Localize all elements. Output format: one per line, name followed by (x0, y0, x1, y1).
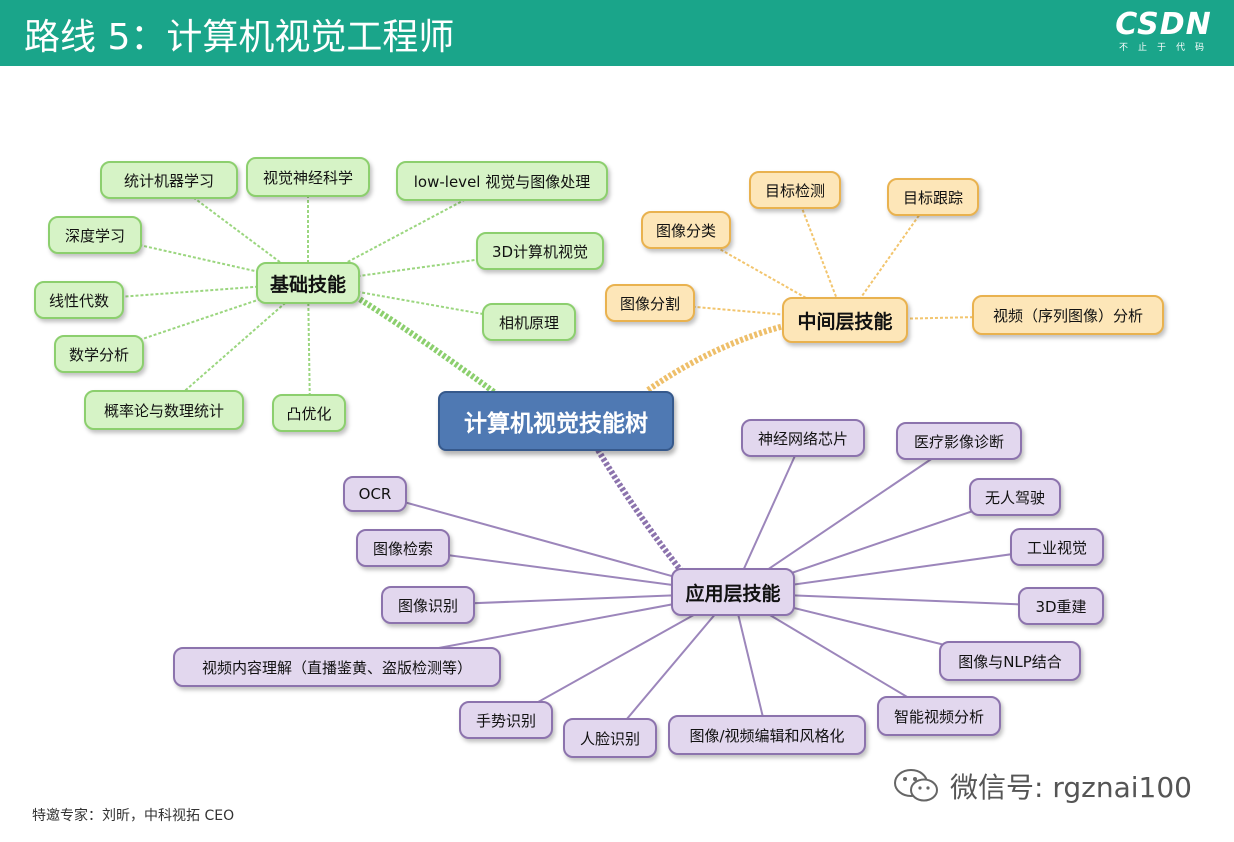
skill-node: 3D计算机视觉 (476, 232, 604, 270)
hub-middle-skills: 中间层技能 (782, 297, 908, 343)
skill-node: 统计机器学习 (100, 161, 238, 199)
skill-node: 线性代数 (34, 281, 124, 319)
page-title: 路线 5：计算机视觉工程师 (24, 17, 455, 58)
skill-node: 视觉神经科学 (246, 157, 370, 197)
hub-basic-skills: 基础技能 (256, 262, 360, 304)
edge (732, 440, 959, 594)
wechat-id: 微信号: rgznai100 (950, 771, 1192, 804)
skill-node: 3D重建 (1018, 587, 1104, 625)
edge-root-middle (646, 319, 801, 393)
wechat-watermark: 微信号: rgznai100 (892, 766, 1192, 806)
skill-node: 手势识别 (459, 701, 553, 739)
skill-node: 目标跟踪 (887, 178, 979, 216)
wechat-icon (894, 769, 938, 802)
skill-node: 无人驾驶 (969, 478, 1061, 516)
skill-node: 概率论与数理统计 (84, 390, 244, 430)
header-bar: 路线 5：计算机视觉工程师 CSDN 不止于代码 (0, 0, 1234, 66)
edge (732, 592, 768, 735)
skill-node: 图像分类 (641, 211, 731, 249)
logo-tagline: 不止于代码 (1118, 43, 1214, 53)
edge-root-app (595, 448, 693, 584)
hub-application-skills: 应用层技能 (671, 568, 795, 616)
skill-node: OCR (343, 476, 407, 512)
logo-mark: CSDN (1115, 7, 1212, 42)
skill-node: 数学分析 (54, 335, 144, 373)
skill-node: 图像/视频编辑和风格化 (668, 715, 866, 755)
skill-node: 图像分割 (605, 284, 695, 322)
edge (732, 437, 804, 594)
skill-node: low-level 视觉与图像处理 (396, 161, 608, 201)
edge (794, 189, 846, 321)
skill-node: 人脸识别 (563, 718, 657, 758)
skill-node: 图像与NLP结合 (939, 641, 1081, 681)
skill-node: 神经网络芯片 (741, 419, 865, 457)
skill-node: 图像识别 (381, 586, 475, 624)
skill-node: 工业视觉 (1010, 528, 1104, 566)
skill-node: 医疗影像诊断 (896, 422, 1022, 460)
footer-credit: 特邀专家：刘昕，中科视拓 CEO (32, 808, 235, 824)
skill-node: 智能视频分析 (877, 696, 1001, 736)
skill-node: 目标检测 (749, 171, 841, 209)
skill-node: 视频内容理解（直播鉴黄、盗版检测等） (173, 647, 501, 687)
skill-node: 相机原理 (482, 303, 576, 341)
skill-node: 凸优化 (272, 394, 346, 432)
skill-node: 视频（序列图像）分析 (972, 295, 1164, 335)
edge (609, 592, 734, 740)
edge (307, 282, 311, 414)
edge (169, 179, 309, 284)
skill-node: 深度学习 (48, 216, 142, 254)
csdn-logo: CSDN 不止于代码 (1113, 9, 1214, 55)
skill-node: 图像检索 (356, 529, 450, 567)
edge (162, 282, 309, 411)
edge-root-basic (343, 287, 496, 395)
mindmap-root: 计算机视觉技能树 (438, 391, 674, 451)
